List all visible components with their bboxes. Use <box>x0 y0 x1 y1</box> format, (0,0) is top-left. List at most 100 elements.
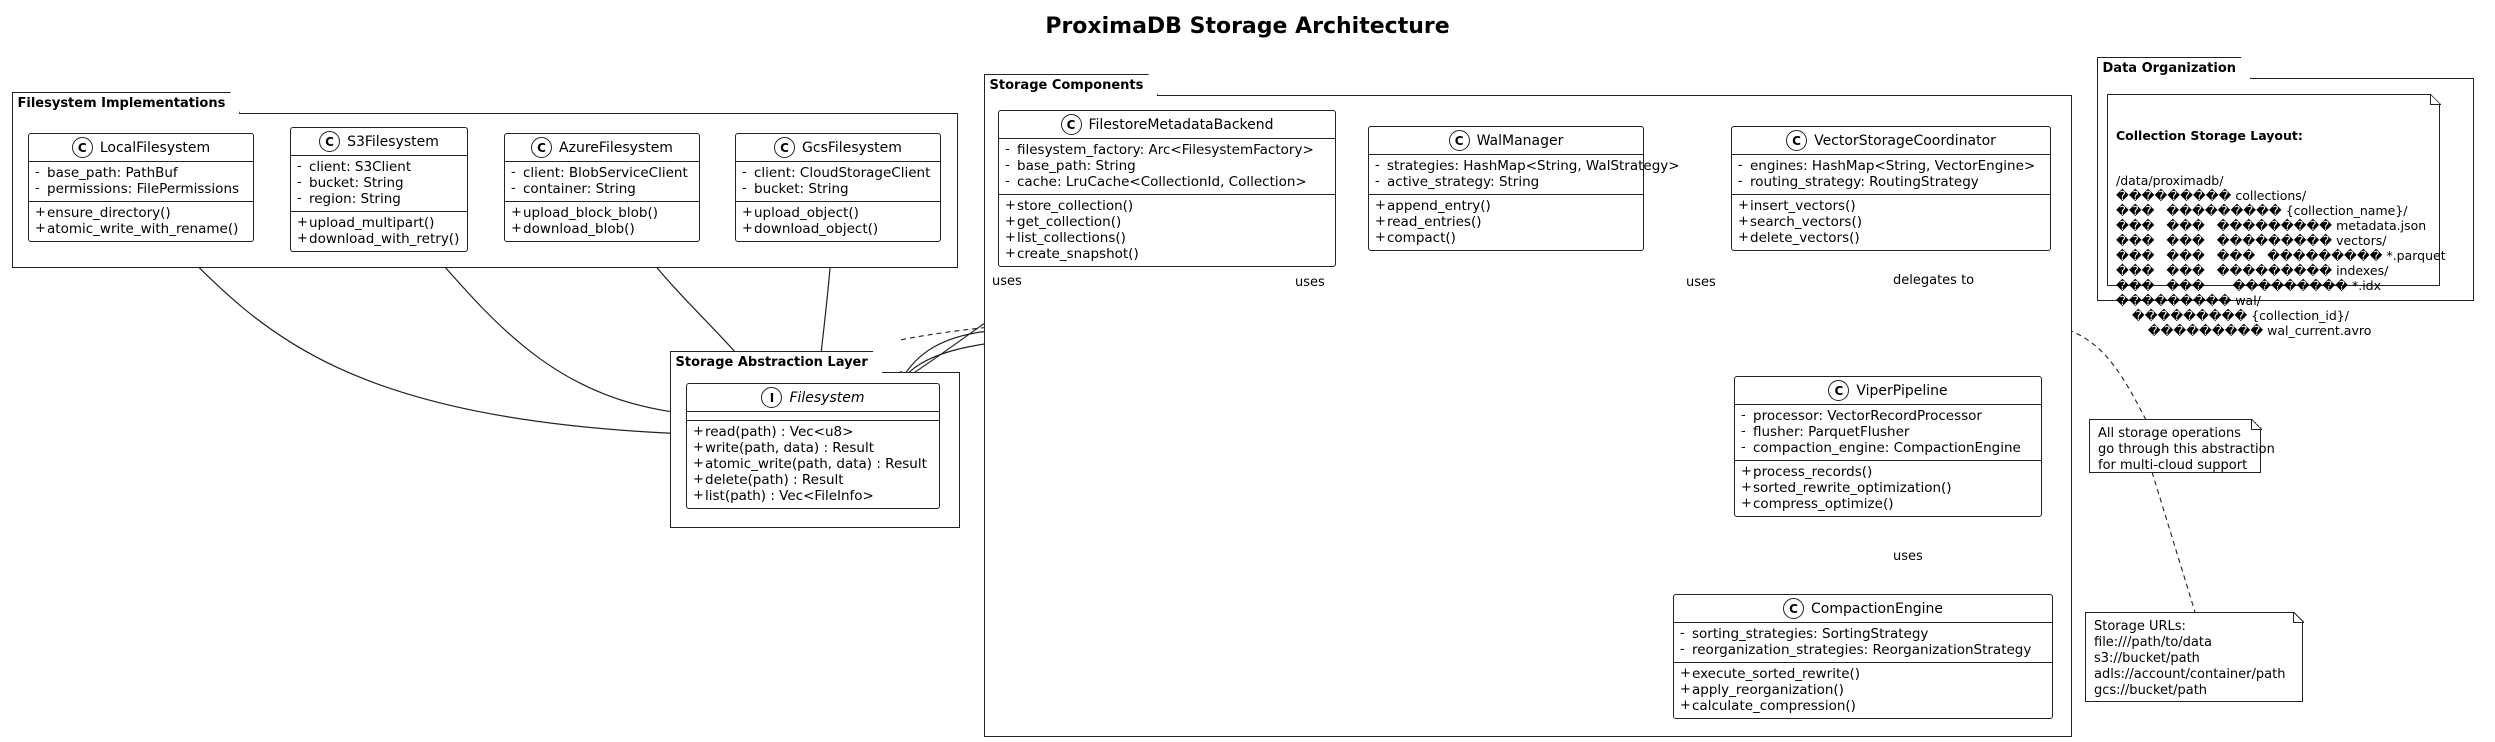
public-visibility-icon: + <box>693 488 704 503</box>
class-field: -permissions: FilePermissions <box>35 181 247 197</box>
member-text: store_collection() <box>1017 198 1134 214</box>
public-visibility-icon: + <box>1741 496 1752 511</box>
class-methods: +read(path) : Vec<u8>+write(path, data) … <box>687 421 939 508</box>
public-visibility-icon: + <box>1005 198 1016 213</box>
private-visibility-icon: - <box>1005 142 1010 157</box>
note-multi-cloud-abstraction: All storage operations go through this a… <box>2089 418 2275 473</box>
member-text: create_snapshot() <box>1017 246 1139 262</box>
edge-note-to-urls <box>2151 471 2196 613</box>
member-text: base_path: String <box>1017 158 1136 174</box>
member-text: client: S3Client <box>309 159 412 175</box>
private-visibility-icon: - <box>1741 424 1746 439</box>
class-field: -routing_strategy: RoutingStrategy <box>1738 174 2044 190</box>
class-field: -container: String <box>511 181 693 197</box>
class-name: AzureFilesystem <box>559 139 673 156</box>
class-method: +list(path) : Vec<FileInfo> <box>693 488 933 504</box>
class-methods: +ensure_directory()+atomic_write_with_re… <box>29 202 253 241</box>
member-text: compact() <box>1387 230 1456 246</box>
class-methods: +append_entry()+read_entries()+compact() <box>1369 195 1643 250</box>
class-field: -reorganization_strategies: Reorganizati… <box>1680 642 2046 658</box>
class-name: S3Filesystem <box>347 133 439 150</box>
public-visibility-icon: + <box>35 221 46 236</box>
class-method: +list_collections() <box>1005 230 1329 246</box>
package-label: Storage Components <box>984 74 1159 96</box>
class-stereotype-icon: C <box>1783 598 1805 619</box>
class-method: +delete_vectors() <box>1738 230 2044 246</box>
member-text: compaction_engine: CompactionEngine <box>1753 440 2021 456</box>
class-name: FilestoreMetadataBackend <box>1088 116 1274 133</box>
public-visibility-icon: + <box>1375 198 1386 213</box>
class-fields: -base_path: PathBuf-permissions: FilePer… <box>29 162 253 202</box>
member-text: read_entries() <box>1387 214 1482 230</box>
private-visibility-icon: - <box>1741 408 1746 423</box>
class-method: +execute_sorted_rewrite() <box>1680 666 2046 682</box>
class-field: -filesystem_factory: Arc<FilesystemFacto… <box>1005 142 1329 158</box>
class-fields <box>687 412 939 421</box>
public-visibility-icon: + <box>1005 230 1016 245</box>
class-method: +search_vectors() <box>1738 214 2044 230</box>
class-method: +read_entries() <box>1375 214 1637 230</box>
member-text: read(path) : Vec<u8> <box>705 424 854 440</box>
class-stereotype-icon: C <box>1828 380 1850 401</box>
member-text: routing_strategy: RoutingStrategy <box>1750 174 1979 190</box>
class-fields: -strategies: HashMap<String, WalStrategy… <box>1369 155 1680 195</box>
public-visibility-icon: + <box>1680 682 1691 697</box>
member-text: apply_reorganization() <box>1692 682 1844 698</box>
public-visibility-icon: + <box>693 440 704 455</box>
class-method: +compact() <box>1375 230 1637 246</box>
class-method: +download_object() <box>742 221 934 237</box>
member-text: sorted_rewrite_optimization() <box>1753 480 1952 496</box>
private-visibility-icon: - <box>297 159 302 174</box>
note-layout-body: /data/proximadb/ ��������� collections/ … <box>2116 173 2446 338</box>
note-collection-storage-layout: Collection Storage Layout: /data/proxima… <box>2107 93 2446 338</box>
class-methods: +upload_multipart()+download_with_retry(… <box>291 212 467 251</box>
class-methods: +store_collection()+get_collection()+lis… <box>999 195 1335 266</box>
class-stereotype-icon: C <box>1786 130 1808 151</box>
class-s3-filesystem: C S3Filesystem -client: S3Client-bucket: S… <box>290 127 468 252</box>
class-method: +append_entry() <box>1375 198 1637 214</box>
member-text: insert_vectors() <box>1750 198 1856 214</box>
class-name: Filesystem <box>789 389 865 406</box>
class-method: +download_with_retry() <box>297 231 461 247</box>
private-visibility-icon: - <box>742 165 747 180</box>
class-method: +atomic_write_with_rename() <box>35 221 247 237</box>
public-visibility-icon: + <box>742 221 753 236</box>
member-text: write(path, data) : Result <box>705 440 875 456</box>
class-fields: -client: S3Client-bucket: String-region:… <box>291 156 467 212</box>
class-stereotype-icon: C <box>319 131 341 152</box>
private-visibility-icon: - <box>297 191 302 206</box>
class-field: -flusher: ParquetFlusher <box>1741 424 2035 440</box>
public-visibility-icon: + <box>1375 214 1386 229</box>
class-methods: +upload_object()+download_object() <box>736 202 940 241</box>
class-method: +apply_reorganization() <box>1680 682 2046 698</box>
member-text: engines: HashMap<String, VectorEngine> <box>1750 158 2036 174</box>
public-visibility-icon: + <box>1680 698 1691 713</box>
class-method: +process_records() <box>1741 464 2035 480</box>
private-visibility-icon: - <box>1741 440 1746 455</box>
public-visibility-icon: + <box>511 205 522 220</box>
class-field: -compaction_engine: CompactionEngine <box>1741 440 2035 456</box>
private-visibility-icon: - <box>1680 626 1685 641</box>
member-text: bucket: String <box>754 181 849 197</box>
member-text: get_collection() <box>1017 214 1122 230</box>
member-text: base_path: PathBuf <box>47 165 178 181</box>
public-visibility-icon: + <box>693 472 704 487</box>
class-field: -client: S3Client <box>297 159 461 175</box>
package-label: Data Organization <box>2097 57 2252 79</box>
public-visibility-icon: + <box>693 424 704 439</box>
class-field: -base_path: PathBuf <box>35 165 247 181</box>
public-visibility-icon: + <box>1738 230 1749 245</box>
public-visibility-icon: + <box>1738 198 1749 213</box>
member-text: client: BlobServiceClient <box>523 165 688 181</box>
member-text: download_with_retry() <box>309 231 460 247</box>
class-field: -sorting_strategies: SortingStrategy <box>1680 626 2046 642</box>
member-text: list(path) : Vec<FileInfo> <box>705 488 874 504</box>
member-text: flusher: ParquetFlusher <box>1753 424 1910 440</box>
member-text: delete_vectors() <box>1750 230 1860 246</box>
